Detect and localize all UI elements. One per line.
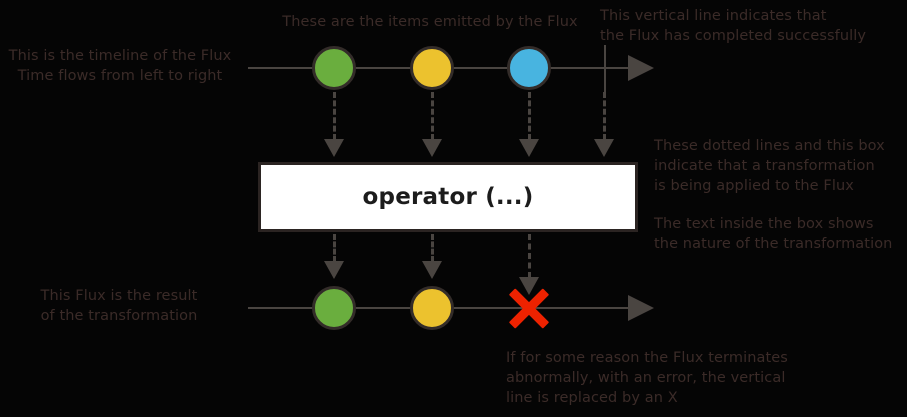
connector-line-green-out xyxy=(333,234,336,262)
source-timeline-arrow-icon xyxy=(628,55,654,81)
annotation-timeline: This is the timeline of the Flux Time fl… xyxy=(8,48,232,84)
annotation-items: These are the items emitted by the Flux xyxy=(282,14,578,30)
connector-arrow-yellow-out-icon xyxy=(422,261,442,279)
operator-label: operator (...) xyxy=(362,184,534,210)
result-marble-yellow xyxy=(410,286,454,330)
connector-line-blue-down xyxy=(528,92,531,140)
error-x-icon xyxy=(505,284,553,332)
source-marble-green xyxy=(312,46,356,90)
source-marble-blue xyxy=(507,46,551,90)
connector-arrow-green-out-icon xyxy=(324,261,344,279)
annotation-dotted-lines: These dotted lines and this box indicate… xyxy=(654,138,885,194)
connector-arrow-green-down-icon xyxy=(324,139,344,157)
source-marble-yellow xyxy=(410,46,454,90)
connector-line-green-down xyxy=(333,92,336,140)
completion-bar xyxy=(604,45,606,92)
result-marble-green xyxy=(312,286,356,330)
connector-arrow-yellow-down-icon xyxy=(422,139,442,157)
connector-line-yellow-out xyxy=(431,234,434,262)
connector-line-completion-down xyxy=(603,92,606,140)
annotation-box-text: The text inside the box shows the nature… xyxy=(654,216,893,252)
result-timeline-arrow-icon xyxy=(628,295,654,321)
operator-box[interactable]: operator (...) xyxy=(258,162,638,232)
annotation-error: If for some reason the Flux terminates a… xyxy=(506,350,788,406)
connector-arrow-blue-down-icon xyxy=(519,139,539,157)
connector-line-error-out xyxy=(528,234,531,278)
connector-arrow-error-out-icon xyxy=(519,277,539,295)
annotation-result: This Flux is the result of the transform… xyxy=(40,288,198,324)
annotation-completion: This vertical line indicates that the Fl… xyxy=(600,8,867,44)
connector-line-yellow-down xyxy=(431,92,434,140)
connector-arrow-completion-down-icon xyxy=(594,139,614,157)
